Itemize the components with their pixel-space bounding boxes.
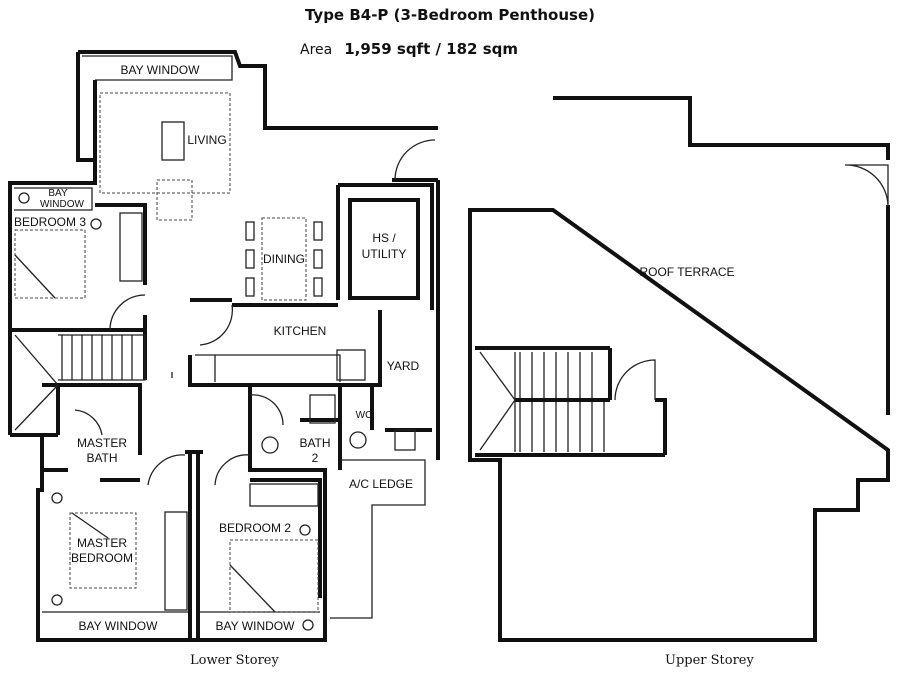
hs-utility-room [348, 198, 420, 300]
lower-staircase [14, 334, 146, 431]
label-hs-utility-2: UTILITY [362, 247, 407, 261]
bath-walls [248, 385, 432, 598]
bedroom2-walls [250, 478, 322, 598]
label-bedroom2: BEDROOM 2 [219, 521, 291, 535]
kitchen-counter [195, 354, 341, 382]
area-value: 1,959 sqft / 182 sqm [344, 40, 519, 58]
upper-outer-wall [468, 96, 890, 642]
label-dining: DINING [263, 252, 305, 266]
upper-door-swing [844, 164, 889, 206]
area-label: Area [300, 42, 333, 58]
label-bedroom3: BEDROOM 3 [14, 215, 86, 229]
label-bay-window-bed3-2: WINDOW [40, 199, 84, 210]
kitchen-walls [188, 298, 382, 387]
lower-storey-caption: Lower Storey [190, 653, 279, 668]
label-bay-window-master: BAY WINDOW [79, 619, 159, 633]
label-yard: YARD [387, 359, 420, 373]
ac-ledge-outline [330, 459, 426, 619]
label-bay-window-bed2: BAY WINDOW [216, 619, 296, 633]
label-bay-window-bed3-1: BAY [48, 188, 68, 199]
upper-staircase [475, 346, 667, 457]
label-wc: WC [356, 410, 373, 421]
label-bath2-2: 2 [312, 451, 319, 465]
label-bay-window-top: BAY WINDOW [121, 63, 201, 77]
master-bath-walls [42, 383, 142, 482]
label-kitchen: KITCHEN [274, 324, 327, 338]
label-master-bath-2: BATH [86, 451, 117, 465]
label-ac-ledge: A/C LEDGE [349, 477, 413, 491]
area-info: Area 1,959 sqft / 182 sqm [300, 40, 518, 58]
bedroom-divider-wall [185, 450, 203, 640]
label-master-bedroom-2: BEDROOM [71, 551, 133, 565]
bed3-bay-window [14, 187, 93, 211]
bay-window-top-frame [82, 55, 233, 81]
plan-title: Type B4-P (3-Bedroom Penthouse) [304, 6, 596, 24]
door-swings [74, 139, 436, 486]
label-living: LIVING [187, 133, 226, 147]
label-master-bedroom-1: MASTER [77, 536, 127, 550]
label-bath2-1: BATH [299, 436, 330, 450]
lower-storey-plan: BAY WINDOW LIVING BAY WINDOW BEDROOM 3 D… [8, 50, 440, 642]
label-roof-terrace: ROOF TERRACE [639, 265, 734, 279]
label-master-bath-1: MASTER [77, 436, 127, 450]
label-hs-utility-1: HS / [372, 231, 396, 245]
bedroom3-walls [10, 203, 147, 332]
furniture [14, 92, 416, 613]
living-walls [93, 80, 434, 310]
aircon-markers [18, 192, 314, 631]
upper-storey-caption: Upper Storey [665, 653, 754, 668]
stair-walls [10, 330, 147, 437]
upper-storey-plan: ROOF TERRACE [468, 96, 890, 642]
